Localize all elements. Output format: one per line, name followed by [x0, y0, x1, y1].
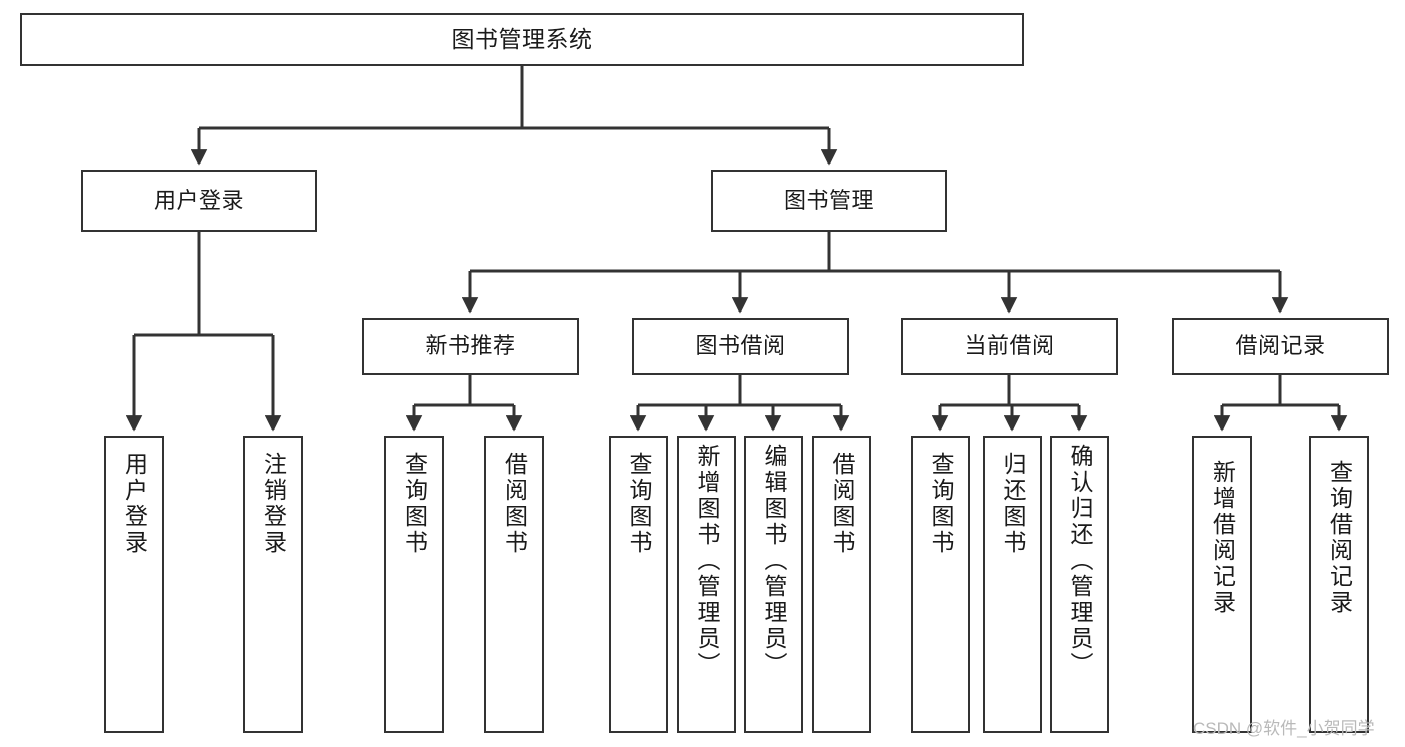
node-borrow-record-label: 借阅记录 — [1235, 333, 1326, 359]
node-user-login[interactable]: 用户登录 — [81, 170, 317, 232]
leaf-add-borrow-record-label: 新增借阅记录 — [1209, 460, 1236, 616]
leaf-query-book-1[interactable]: 查询图书 — [384, 436, 444, 733]
node-book-manage[interactable]: 图书管理 — [711, 170, 947, 232]
leaf-borrow-book-2[interactable]: 借阅图书 — [812, 436, 871, 733]
leaf-borrow-book-1-label: 借阅图书 — [501, 452, 528, 556]
leaf-logout-login-label: 注销登录 — [260, 452, 287, 556]
leaf-query-book-3[interactable]: 查询图书 — [911, 436, 970, 733]
leaf-add-book-admin-label: 新增图书（管理员） — [694, 444, 720, 678]
leaf-return-book[interactable]: 归还图书 — [983, 436, 1042, 733]
node-user-login-label: 用户登录 — [153, 187, 244, 213]
leaf-add-book-admin[interactable]: 新增图书（管理员） — [677, 436, 736, 733]
leaf-edit-book-admin-label: 编辑图书（管理员） — [761, 444, 787, 678]
leaf-query-borrow-record[interactable]: 查询借阅记录 — [1309, 436, 1369, 733]
node-root-label: 图书管理系统 — [451, 26, 593, 53]
leaf-query-book-2[interactable]: 查询图书 — [609, 436, 668, 733]
leaf-add-borrow-record[interactable]: 新增借阅记录 — [1192, 436, 1252, 733]
leaf-query-book-2-label: 查询图书 — [626, 452, 652, 556]
node-root[interactable]: 图书管理系统 — [20, 13, 1024, 66]
node-new-book-recommend-label: 新书推荐 — [425, 333, 516, 359]
leaf-query-borrow-record-label: 查询借阅记录 — [1326, 460, 1353, 616]
leaf-edit-book-admin[interactable]: 编辑图书（管理员） — [744, 436, 803, 733]
node-current-borrow[interactable]: 当前借阅 — [901, 318, 1118, 375]
node-book-borrow-label: 图书借阅 — [695, 333, 786, 359]
leaf-user-login-label: 用户登录 — [121, 452, 148, 556]
leaf-user-login[interactable]: 用户登录 — [104, 436, 164, 733]
node-book-manage-label: 图书管理 — [783, 187, 874, 213]
leaf-confirm-return-admin[interactable]: 确认归还（管理员） — [1050, 436, 1109, 733]
node-new-book-recommend[interactable]: 新书推荐 — [362, 318, 579, 375]
leaf-borrow-book-1[interactable]: 借阅图书 — [484, 436, 544, 733]
node-borrow-record[interactable]: 借阅记录 — [1172, 318, 1389, 375]
leaf-return-book-label: 归还图书 — [1000, 452, 1026, 556]
leaf-query-book-3-label: 查询图书 — [928, 452, 954, 556]
leaf-query-book-1-label: 查询图书 — [401, 452, 428, 556]
leaf-confirm-return-admin-label: 确认归还（管理员） — [1067, 444, 1093, 678]
node-book-borrow[interactable]: 图书借阅 — [632, 318, 849, 375]
node-current-borrow-label: 当前借阅 — [964, 333, 1055, 359]
leaf-borrow-book-2-label: 借阅图书 — [829, 452, 855, 556]
leaf-logout-login[interactable]: 注销登录 — [243, 436, 303, 733]
watermark: CSDN @软件_小贺同学 — [1193, 719, 1375, 738]
